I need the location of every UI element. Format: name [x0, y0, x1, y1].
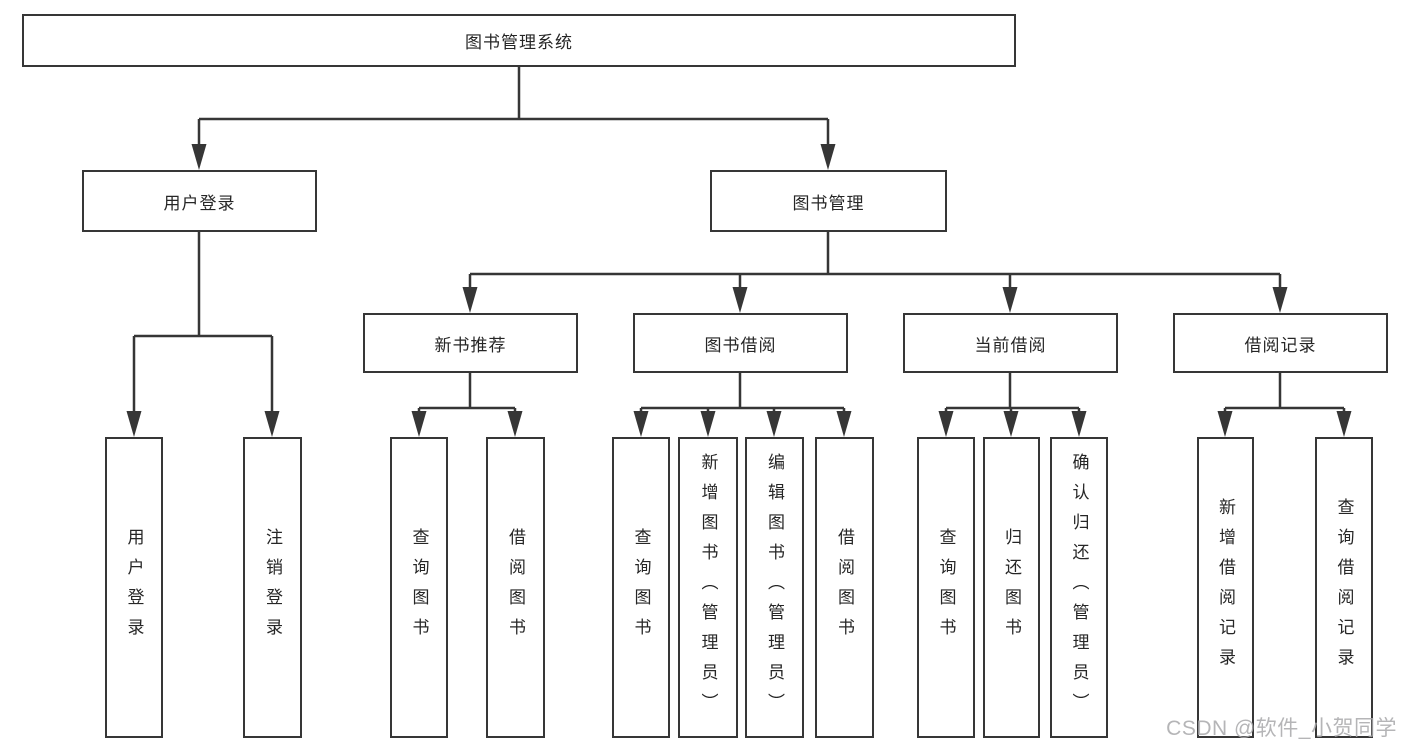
leaf-query-book-3: 查询图书 — [917, 437, 975, 738]
node-book-mgmt: 图书管理 — [710, 170, 947, 232]
leaf-query-book-2: 查询图书 — [612, 437, 670, 738]
node-borrow-record-label: 借阅记录 — [1244, 335, 1317, 355]
node-book-mgmt-label: 图书管理 — [792, 193, 865, 213]
node-new-book-rec: 新书推荐 — [363, 313, 578, 373]
arrowhead-group — [126, 144, 1352, 437]
leaf-logout-label: 注销登录 — [263, 527, 282, 648]
leaf-borrow-book-1-label: 借阅图书 — [506, 527, 525, 648]
leaf-borrow-book-1: 借阅图书 — [486, 437, 545, 738]
node-root: 图书管理系统 — [22, 14, 1016, 67]
leaf-query-book-2-label: 查询图书 — [631, 527, 651, 648]
node-user-login-label: 用户登录 — [163, 193, 236, 213]
node-new-book-rec-label: 新书推荐 — [434, 335, 507, 355]
leaf-query-record-label: 查询借阅记录 — [1334, 497, 1354, 678]
leaf-add-record: 新增借阅记录 — [1197, 437, 1254, 738]
node-current-borrow: 当前借阅 — [903, 313, 1118, 373]
leaf-borrow-book-2: 借阅图书 — [815, 437, 874, 738]
leaf-user-login: 用户登录 — [105, 437, 163, 738]
leaf-confirm-return-label: 确认归还（管理员） — [1069, 452, 1089, 723]
node-current-borrow-label: 当前借阅 — [974, 335, 1047, 355]
leaf-return-book: 归还图书 — [983, 437, 1040, 738]
leaf-user-login-label: 用户登录 — [124, 527, 144, 648]
leaf-query-record: 查询借阅记录 — [1315, 437, 1373, 738]
leaf-confirm-return: 确认归还（管理员） — [1050, 437, 1108, 738]
leaf-edit-book-label: 编辑图书（管理员） — [765, 452, 784, 723]
leaf-add-book: 新增图书（管理员） — [678, 437, 738, 738]
leaf-add-record-label: 新增借阅记录 — [1216, 497, 1235, 678]
leaf-logout: 注销登录 — [243, 437, 302, 738]
leaf-borrow-book-2-label: 借阅图书 — [835, 527, 854, 648]
node-book-borrow-label: 图书借阅 — [704, 335, 777, 355]
node-root-label: 图书管理系统 — [465, 33, 573, 52]
csdn-watermark: CSDN @软件_小贺同学 — [1166, 717, 1397, 740]
leaf-return-book-label: 归还图书 — [1002, 527, 1021, 648]
leaf-query-book-1-label: 查询图书 — [409, 527, 429, 648]
leaf-add-book-label: 新增图书（管理员） — [698, 452, 718, 723]
leaf-query-book-1: 查询图书 — [390, 437, 448, 738]
leaf-query-book-3-label: 查询图书 — [936, 527, 956, 648]
node-book-borrow: 图书借阅 — [633, 313, 848, 373]
leaf-edit-book: 编辑图书（管理员） — [745, 437, 804, 738]
node-borrow-record: 借阅记录 — [1173, 313, 1388, 373]
node-user-login: 用户登录 — [82, 170, 317, 232]
